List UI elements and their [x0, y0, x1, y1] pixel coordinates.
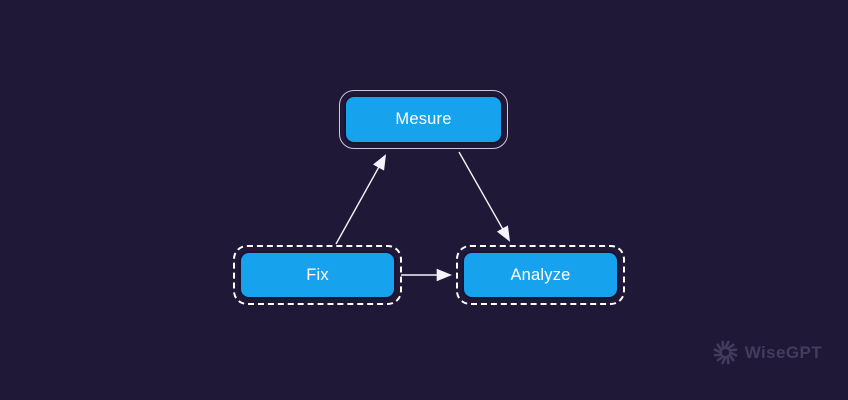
- node-mesure-label: Mesure: [344, 95, 503, 144]
- node-fix[interactable]: Fix: [233, 245, 402, 305]
- wisegpt-pinwheel-icon: [713, 340, 738, 365]
- node-analyze-label: Analyze: [462, 251, 619, 299]
- watermark: WiseGPT: [712, 339, 822, 366]
- node-mesure[interactable]: Mesure: [339, 90, 508, 149]
- node-analyze[interactable]: Analyze: [456, 245, 625, 305]
- watermark-label: WiseGPT: [744, 342, 822, 362]
- node-fix-label: Fix: [239, 251, 396, 299]
- edge-fix-to-mesure: [335, 154, 387, 245]
- edge-mesure-to-analyze: [458, 151, 511, 242]
